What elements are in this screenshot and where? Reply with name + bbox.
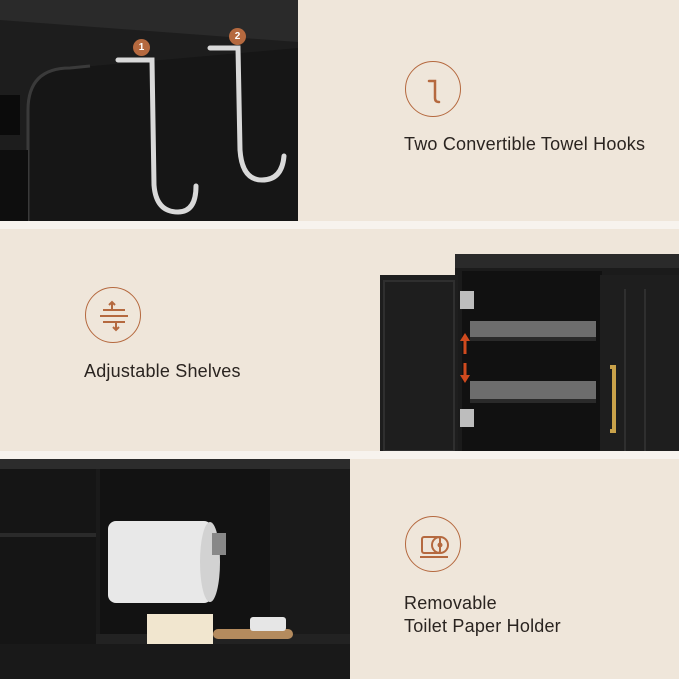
adjustable-shelf-icon: [85, 287, 141, 343]
toilet-paper-icon: [405, 516, 461, 572]
toilet-paper-holder-section: Removable Toilet Paper Holder: [0, 459, 679, 679]
cabinet-top-with-hooks-photo: [0, 0, 298, 221]
towel-hooks-section: 1 2 Two Convertible Towel Hooks: [0, 0, 679, 221]
hook-badge-1: 1: [133, 39, 150, 56]
paper-holder-photo: [0, 459, 350, 679]
adjustable-shelves-caption: Adjustable Shelves: [84, 361, 241, 381]
adjustable-shelves-section: Adjustable Shelves: [0, 229, 679, 451]
towel-hook-icon: [405, 61, 461, 117]
open-cabinet-shelves-photo: [380, 254, 679, 451]
toilet-paper-holder-caption: Removable Toilet Paper Holder: [404, 593, 561, 636]
section-divider: [0, 451, 679, 459]
section-divider: [0, 221, 679, 229]
hook-badge-2: 2: [229, 28, 246, 45]
towel-hooks-caption: Two Convertible Towel Hooks: [404, 134, 646, 154]
